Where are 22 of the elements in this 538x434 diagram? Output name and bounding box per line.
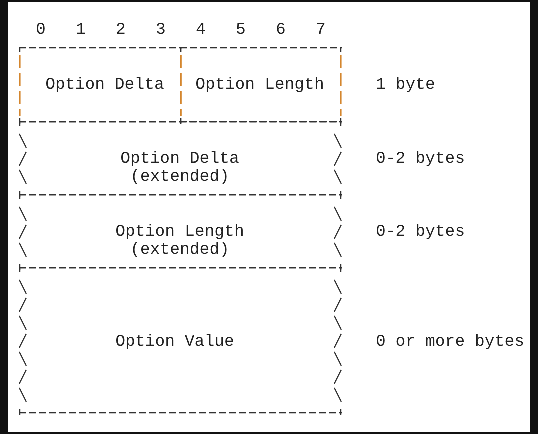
bit-number: 5 (236, 21, 246, 39)
packet-field (19, 194, 342, 270)
field-label: Option Value (116, 333, 234, 351)
bit-number: 7 (316, 21, 326, 39)
bit-number: 4 (196, 21, 206, 39)
field-label: Option Delta (46, 76, 164, 94)
field-label: Option Length (196, 76, 324, 94)
field-label: Option Delta (extended) (120, 150, 240, 186)
packet-field (19, 121, 342, 197)
packet-field (19, 267, 342, 415)
packet-field (19, 47, 182, 124)
byte-count-label: 0-2 bytes (376, 223, 466, 241)
bit-number: 2 (116, 21, 126, 39)
bit-number: 0 (36, 21, 46, 39)
bit-number: 1 (76, 21, 86, 39)
byte-count-label: 1 byte (376, 76, 436, 94)
field-label: Option Length (extended) (114, 223, 246, 259)
packet-field (180, 47, 342, 124)
bit-number: 3 (156, 21, 166, 39)
byte-count-label: 0 or more bytes (376, 333, 525, 351)
byte-count-label: 0-2 bytes (376, 150, 466, 168)
bit-number: 6 (276, 21, 286, 39)
